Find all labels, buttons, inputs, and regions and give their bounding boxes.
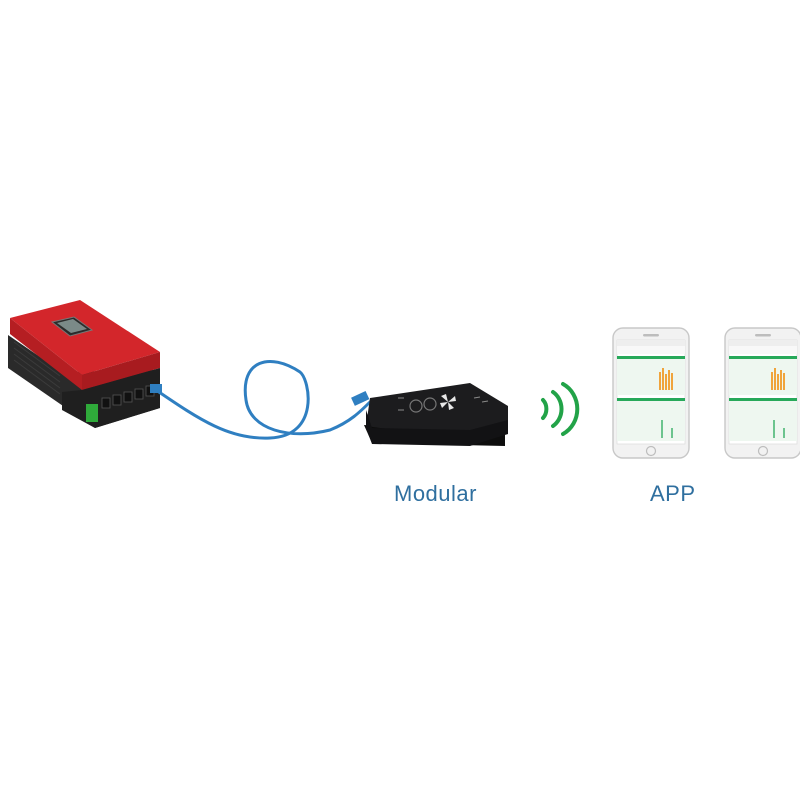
phone-1-title-bar — [617, 346, 685, 354]
controller-green-terminal — [86, 404, 98, 422]
phone-2-status-bar — [729, 340, 797, 346]
phone-1-panel-1-header — [617, 356, 685, 359]
charge-controller — [8, 300, 162, 428]
phone-1-panel-2 — [617, 401, 685, 441]
app-caption: APP — [650, 481, 696, 506]
phone-1-bar-chart — [659, 368, 673, 390]
smartphone-app-1 — [612, 327, 690, 459]
phone-1-home-button — [645, 445, 657, 457]
phone-2-title-bar — [729, 346, 797, 354]
controller-side-face — [10, 318, 82, 390]
phone-2-speaker — [755, 334, 771, 337]
controller-vents — [13, 341, 61, 395]
phone-1-line-chart — [661, 420, 673, 438]
phone-2-line-chart — [773, 420, 785, 438]
phone-2-panel-1 — [729, 359, 797, 395]
phone-1-status-bar — [617, 340, 685, 346]
phone-1-speaker — [643, 334, 659, 337]
wifi-signal-icon — [541, 382, 580, 436]
smartphone-app-2 — [724, 327, 800, 459]
network-cable — [154, 359, 374, 440]
module-led-ring-1 — [409, 399, 423, 413]
module-front — [366, 410, 508, 446]
module-led-ring-2 — [423, 397, 437, 411]
pinwheel-logo-icon — [440, 394, 456, 410]
phone-2-bar-chart — [771, 368, 785, 390]
modular-caption: Modular — [394, 481, 477, 506]
phone-1-panel-2-header — [617, 398, 685, 401]
controller-top-face — [10, 300, 160, 375]
phone-1-panel-1 — [617, 359, 685, 395]
module-top — [366, 383, 508, 440]
phone-2-panel-2-header — [729, 398, 797, 401]
controller-lcd-glass — [57, 319, 87, 333]
cable-module-plug — [351, 390, 370, 406]
phone-2-panel-2 — [729, 401, 797, 441]
phone-2-home-button — [757, 445, 769, 457]
module-small-marks — [398, 396, 489, 411]
communication-module — [364, 383, 508, 446]
phone-2-panel-1-header — [729, 356, 797, 359]
controller-right-face — [82, 352, 160, 390]
